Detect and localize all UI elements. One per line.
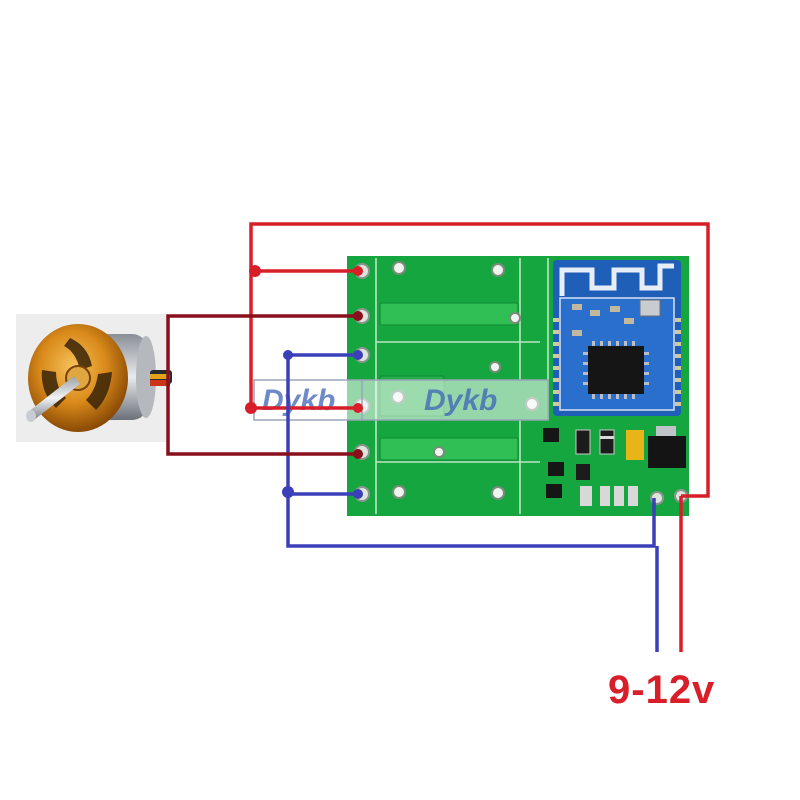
watermark-text-1: Dykb [262,384,335,417]
module-edge-pads [553,318,681,406]
terminal-marker-negative-2 [353,489,363,499]
motor-shaft [26,376,80,422]
smd-resistor-1 [575,429,591,455]
wire-negative [286,353,659,652]
antenna-trace [559,263,674,296]
power-supply-label: 9-12v [608,668,716,712]
relay-board [347,256,689,516]
smd-resistor-2 [576,464,590,480]
terminal-marker-motor-2 [353,449,363,459]
terminal-marker-positive-2 [353,403,363,413]
smd-transistor-3 [546,484,562,498]
wire-motor [166,314,356,456]
motor [16,314,172,442]
crystal [639,299,661,317]
smd-diode-1 [599,429,615,455]
pcb-silkscreen [375,258,549,514]
wire-positive-main [249,222,710,498]
smd-transistor-2 [548,462,564,476]
tantalum-capacitor [626,430,644,460]
watermark: Dykb Dykb [253,379,549,421]
bluetooth-module [553,260,681,416]
terminal-marker-negative-1 [353,350,363,360]
bt-chip-pins [583,341,649,399]
junction-positive-2 [245,402,257,414]
bt-chip [588,346,644,394]
wire-positive [249,222,710,652]
wire-negative-main [286,353,656,548]
wire-motor-b [166,382,356,456]
wire-motor-nodes [353,311,363,459]
terminal-marker-motor-1 [353,311,363,321]
junction-negative-2 [282,486,294,498]
smd-parts [572,304,634,336]
voltage-regulator [648,436,686,468]
wire-motor-a [166,314,356,382]
wire-negative-nodes [282,350,363,499]
wire-positive-nodes [245,265,363,414]
watermark-text-2: Dykb [424,384,497,417]
smd-transistor-1 [543,428,559,442]
junction-negative-1 [283,350,293,360]
junction-positive-1 [249,265,261,277]
smd-resistors-bottom [580,486,638,506]
terminal-marker-positive-1 [353,266,363,276]
